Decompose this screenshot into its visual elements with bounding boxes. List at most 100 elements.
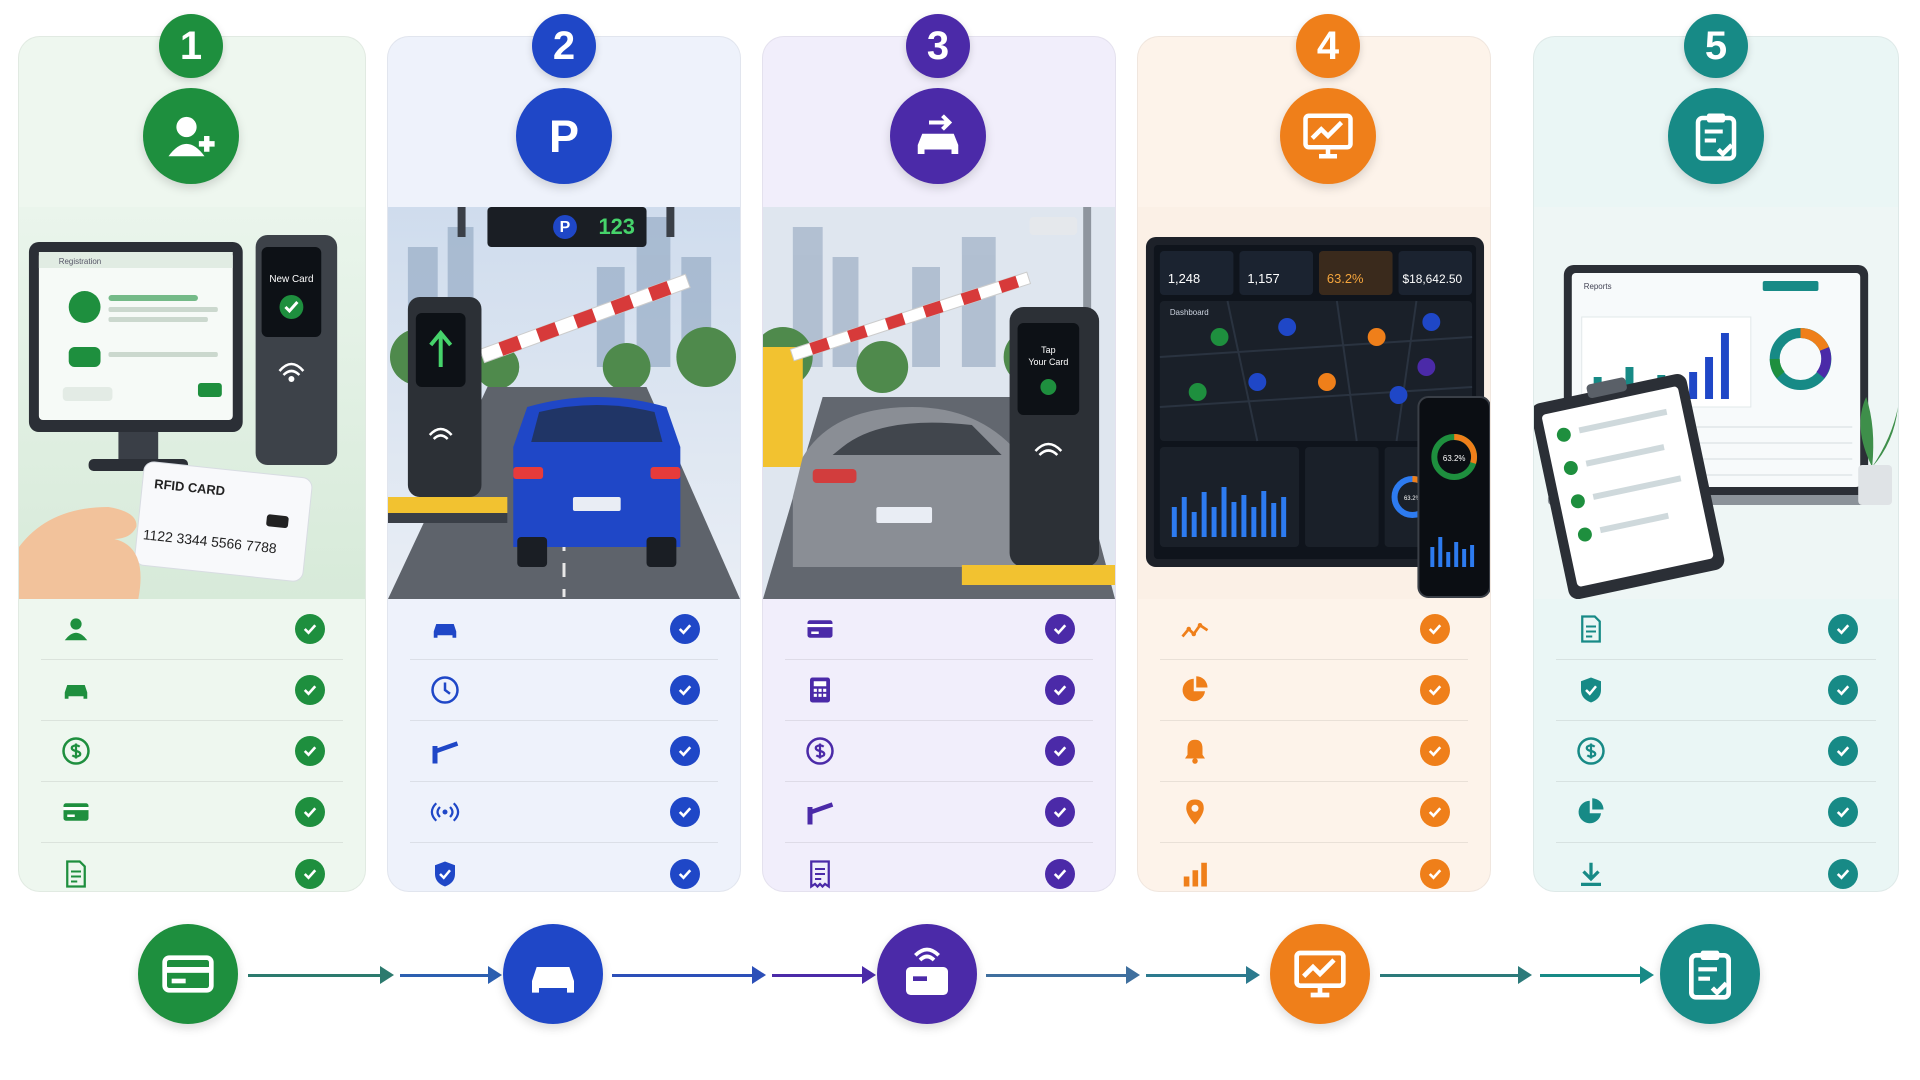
checklist-row xyxy=(1556,721,1876,782)
download-icon xyxy=(1574,857,1608,891)
check-icon xyxy=(670,675,700,705)
document-icon xyxy=(1574,612,1608,646)
check-icon xyxy=(1420,797,1450,827)
reports-illustration: Reports xyxy=(1534,207,1898,599)
bar-chart-icon xyxy=(1178,857,1212,891)
check-icon xyxy=(1045,675,1075,705)
checklist-row xyxy=(41,782,343,843)
flow-card-node xyxy=(138,924,238,1024)
checklist-row xyxy=(785,599,1093,660)
calculator-icon xyxy=(803,673,837,707)
kpi-value-3: 63.2% xyxy=(1327,271,1364,286)
kiosk-your-card-label: Your Card xyxy=(1028,357,1068,367)
bell-icon xyxy=(1178,734,1212,768)
phone-ring-percent: 63.2% xyxy=(1443,454,1466,463)
car-icon xyxy=(428,612,462,646)
checklist-row xyxy=(785,843,1093,891)
dollar-icon xyxy=(1574,734,1608,768)
checklist-row xyxy=(1556,782,1876,843)
step-5-panel: Reports xyxy=(1533,36,1899,892)
reports-screen-heading: Reports xyxy=(1584,282,1612,291)
checklist-row xyxy=(41,843,343,891)
check-icon xyxy=(670,858,700,889)
shield-icon xyxy=(428,857,462,891)
small-ring-percent: 63.2% xyxy=(1404,496,1422,502)
card-icon xyxy=(803,612,837,646)
step-2-badge: 2 xyxy=(532,14,596,78)
clipboard-check-icon xyxy=(1689,950,1731,1000)
car-icon xyxy=(532,967,574,993)
trend-line-icon xyxy=(1178,612,1212,646)
step-4-panel: 1,248 1,157 63.2% $18,642.50 Dashboard xyxy=(1137,36,1491,892)
checklist-row xyxy=(1556,843,1876,891)
entry-sign-number: 123 xyxy=(598,214,634,239)
parking-icon: P xyxy=(516,88,612,184)
shield-icon xyxy=(1574,673,1608,707)
entry-gate-illustration: P 123 xyxy=(388,207,740,599)
dollar-icon xyxy=(59,734,93,768)
check-icon xyxy=(295,858,325,889)
step-3-badge: 3 xyxy=(906,14,970,78)
check-icon xyxy=(295,797,325,827)
checklist-row xyxy=(410,782,718,843)
flow-arrow-1 xyxy=(248,966,394,984)
svg-text:P: P xyxy=(549,111,579,162)
kpi-value-1: 1,248 xyxy=(1168,271,1200,286)
flow-monitor-node xyxy=(1270,924,1370,1024)
rfid-card-title: RFID CARD xyxy=(154,476,226,498)
kpi-value-2: 1,157 xyxy=(1247,271,1279,286)
checklist-row xyxy=(41,599,343,660)
flow-car-node xyxy=(503,924,603,1024)
exit-gate-illustration: Tap Your Card xyxy=(763,207,1115,599)
checklist-row xyxy=(1556,660,1876,721)
car-icon xyxy=(59,673,93,707)
document-icon xyxy=(59,857,93,891)
monitor-chart-icon xyxy=(1280,88,1376,184)
check-icon xyxy=(1828,675,1858,705)
checklist-row xyxy=(41,660,343,721)
step-2-checklist xyxy=(410,599,718,891)
clipboard-check-icon xyxy=(1668,88,1764,184)
check-icon xyxy=(1420,736,1450,766)
step-4-checklist xyxy=(1160,599,1468,891)
check-icon xyxy=(1420,614,1450,644)
flow-rfid-card-node xyxy=(877,924,977,1024)
registration-screen-heading: Registration xyxy=(59,257,101,266)
flow-arrow-3 xyxy=(986,966,1140,984)
pie-chart-icon xyxy=(1178,673,1212,707)
location-pin-icon xyxy=(1178,795,1212,829)
check-icon xyxy=(1828,736,1858,766)
checklist-row xyxy=(1160,721,1468,782)
card-icon xyxy=(59,795,93,829)
flow-arrow-4b xyxy=(1540,966,1654,984)
checklist-row xyxy=(1160,782,1468,843)
receipt-icon xyxy=(803,857,837,891)
car-exit-icon xyxy=(890,88,986,184)
step-5-badge: 5 xyxy=(1684,14,1748,78)
check-icon xyxy=(1045,858,1075,889)
dollar-icon xyxy=(803,734,837,768)
kpi-value-4: $18,642.50 xyxy=(1402,272,1462,286)
flow-clipboard-node xyxy=(1660,924,1760,1024)
step-3-checklist xyxy=(785,599,1093,891)
check-icon xyxy=(1045,797,1075,827)
checklist-row xyxy=(1160,843,1468,891)
checklist-row xyxy=(785,721,1093,782)
checklist-row xyxy=(785,660,1093,721)
checklist-row xyxy=(410,599,718,660)
check-icon xyxy=(1828,614,1858,644)
user-icon xyxy=(59,612,93,646)
checklist-row xyxy=(785,782,1093,843)
check-icon xyxy=(1420,675,1450,705)
rfid-card-icon xyxy=(906,947,948,995)
flow-arrow-2 xyxy=(612,966,766,984)
registration-illustration: Registration New Card xyxy=(19,207,365,599)
check-icon xyxy=(670,736,700,766)
entry-sign-symbol: P xyxy=(560,219,571,236)
flow-arrow-3b xyxy=(1146,966,1260,984)
checklist-row xyxy=(1556,599,1876,660)
checklist-row xyxy=(410,721,718,782)
barrier-icon xyxy=(428,734,462,768)
check-icon xyxy=(670,614,700,644)
